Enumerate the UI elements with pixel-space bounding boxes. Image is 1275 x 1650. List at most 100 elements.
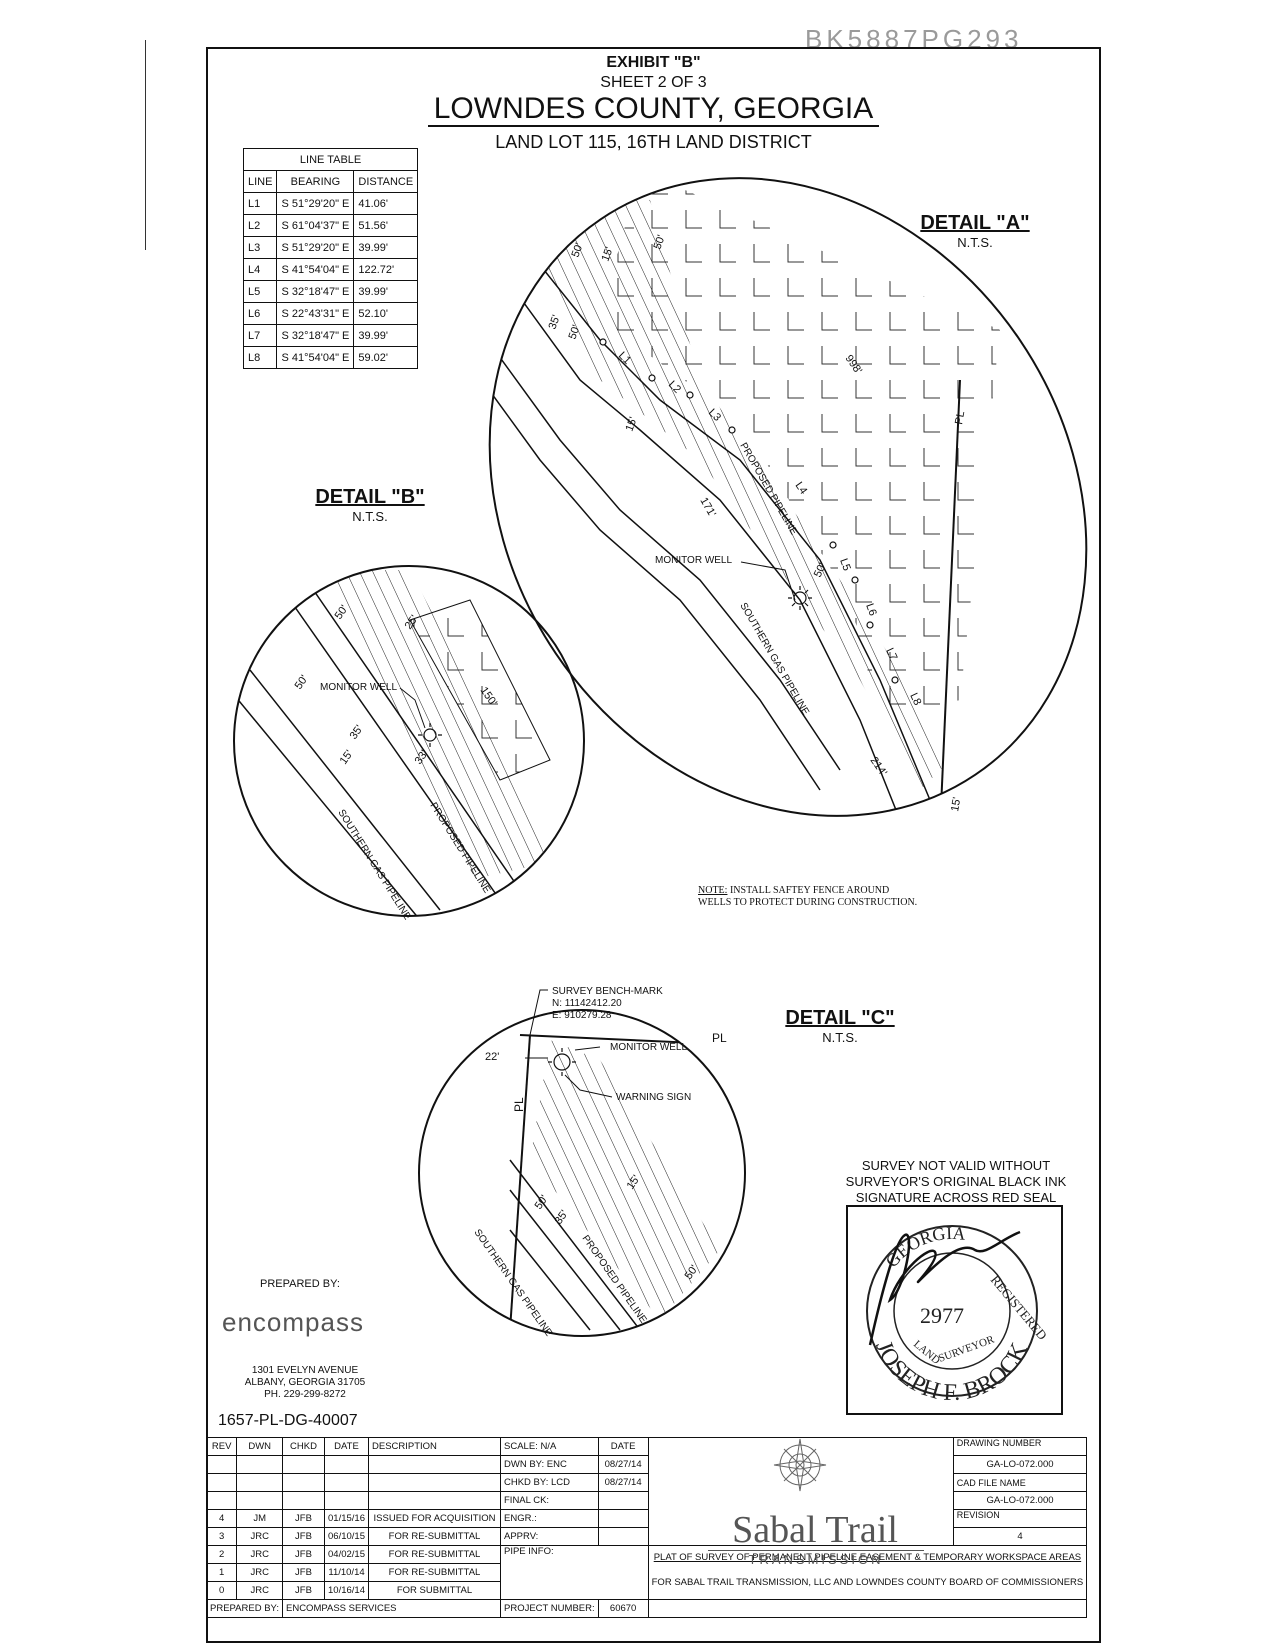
monitor-well-leader bbox=[740, 561, 796, 601]
cell: 3 bbox=[205, 1527, 238, 1546]
line-label: L5 bbox=[837, 557, 852, 573]
safety-note: NOTE: INSTALL SAFTEY FENCE AROUND WELLS … bbox=[698, 885, 917, 909]
detail-c-title: DETAIL "C" bbox=[785, 1007, 895, 1029]
rev-header: DWN bbox=[236, 1437, 283, 1456]
pipeline-line bbox=[499, 269, 901, 821]
cell bbox=[597, 1527, 649, 1546]
cell: JRC bbox=[236, 1563, 283, 1582]
land-lot-subtitle: LAND LOT 115, 16TH LAND DISTRICT bbox=[495, 132, 812, 152]
final-ck-label: FINAL CK: bbox=[500, 1491, 599, 1510]
dim-label: 50' bbox=[567, 323, 583, 341]
survey-validity-notice: SURVEY NOT VALID WITHOUT SURVEYOR'S ORIG… bbox=[836, 1158, 1076, 1206]
cell: S 41°54'04" E bbox=[276, 258, 355, 281]
sheet-label: SHEET 2 OF 3 bbox=[600, 74, 707, 91]
company-logo-cell bbox=[647, 1437, 954, 1546]
table-row: 4 JM JFB 01/15/16 ISSUED FOR ACQUISITION… bbox=[205, 1509, 1088, 1528]
rev-header: REV bbox=[205, 1437, 238, 1456]
cell: 39.99' bbox=[353, 236, 419, 259]
scale-cell: SCALE: N/A bbox=[500, 1437, 599, 1456]
cell: 01/15/16 bbox=[324, 1509, 369, 1528]
line-label: L8 bbox=[907, 691, 923, 707]
detail-a-boundary bbox=[488, 177, 1088, 817]
validity-line-2: SURVEYOR'S ORIGINAL BLACK INK bbox=[845, 1174, 1067, 1189]
table-row: 0 JRC JFB 10/16/14 FOR SUBMITTAL bbox=[205, 1581, 1087, 1600]
table-row: 3 JRC JFB 06/10/15 FOR RE-SUBMITTAL APPR… bbox=[205, 1527, 1088, 1546]
cell bbox=[236, 1455, 283, 1474]
permanent-easement-area bbox=[530, 1040, 720, 1320]
permanent-easement-area bbox=[320, 570, 560, 880]
permanent-easement-area bbox=[540, 190, 950, 790]
cell: ISSUED FOR ACQUISITION bbox=[368, 1509, 501, 1528]
rev-header: DATE bbox=[324, 1437, 369, 1456]
line-label: L6 bbox=[863, 602, 878, 618]
cell bbox=[368, 1455, 501, 1474]
company-name: Sabal Trail bbox=[732, 1509, 898, 1551]
vertex-marker bbox=[728, 426, 736, 434]
detail-c-drawing: SURVEY BENCH-MARK N: 11142412.20 E: 9102… bbox=[418, 986, 746, 1339]
validity-line-3: SIGNATURE ACROSS RED SEAL bbox=[855, 1190, 1057, 1205]
chkd-label: CHKD BY: bbox=[504, 1477, 549, 1488]
county-title-text: LOWNDES COUNTY, GEORGIA bbox=[427, 92, 880, 127]
vertex-marker bbox=[686, 391, 694, 399]
dim-label: 35' bbox=[547, 313, 563, 331]
cell bbox=[647, 1599, 1088, 1618]
cell bbox=[205, 1491, 238, 1510]
cell bbox=[368, 1473, 501, 1492]
southern-gas-line bbox=[479, 329, 841, 771]
cell: 06/10/15 bbox=[324, 1527, 369, 1546]
southern-gas-line bbox=[249, 669, 441, 911]
margin-line bbox=[145, 40, 146, 250]
benchmark-label: SURVEY BENCH-MARK bbox=[552, 986, 663, 997]
cell: S 41°54'04" E bbox=[276, 346, 355, 369]
detail-b-scale: N.T.S. bbox=[352, 509, 388, 524]
cell: 1 bbox=[205, 1563, 238, 1582]
drawing-number-value: GA-LO-072.000 bbox=[952, 1455, 1088, 1474]
chkd-value: LCD bbox=[551, 1477, 571, 1488]
pipeline-line bbox=[509, 1189, 621, 1331]
dim-label: 15' bbox=[624, 415, 640, 433]
date-header: DATE bbox=[597, 1437, 649, 1456]
project-code: 1657-PL-DG-40007 bbox=[218, 1412, 358, 1429]
dwn-date: 08/27/14 bbox=[597, 1455, 649, 1474]
detail-a-scale: N.T.S. bbox=[957, 235, 993, 250]
scale-label: SCALE: bbox=[504, 1441, 538, 1452]
temp-workspace-area bbox=[409, 599, 551, 781]
southern-gas-label: SOUTHERN GAS PIPELINE bbox=[472, 1227, 555, 1338]
exhibit-label: EXHIBIT "B" bbox=[606, 54, 701, 71]
benchmark-east: E: 910279.28 bbox=[552, 1010, 612, 1021]
dim-label: 50' bbox=[293, 673, 311, 692]
line-label: L7 bbox=[883, 646, 899, 662]
cell: 4 bbox=[205, 1509, 238, 1528]
detail-c-boundary bbox=[418, 1009, 746, 1337]
detail-a-title: DETAIL "A" bbox=[920, 212, 1030, 234]
cell bbox=[597, 1509, 649, 1528]
dwn-label: DWN BY: bbox=[504, 1459, 545, 1470]
scale-value: N/A bbox=[540, 1441, 557, 1452]
preparer-address: 1301 EVELYN AVENUE ALBANY, GEORGIA 31705… bbox=[230, 1365, 380, 1401]
southern-gas-line bbox=[459, 349, 821, 791]
address-line-1: 1301 EVELYN AVENUE bbox=[251, 1365, 359, 1376]
dim-label: 50' bbox=[652, 233, 668, 251]
monitor-well-label: MONITOR WELL bbox=[320, 682, 397, 693]
cell: 2 bbox=[205, 1545, 238, 1564]
cell: JRC bbox=[236, 1545, 283, 1564]
pipeline-line bbox=[289, 599, 501, 901]
cell: S 32°18'47" E bbox=[276, 324, 355, 347]
note-label: NOTE: bbox=[698, 885, 728, 896]
dim-label: 15' bbox=[600, 245, 616, 263]
cell: S 51°29'20" E bbox=[276, 192, 355, 215]
cell bbox=[597, 1491, 649, 1510]
dwn-value: ENC bbox=[546, 1459, 567, 1470]
cell bbox=[205, 1455, 238, 1474]
seal-number: 2977 bbox=[920, 1303, 964, 1328]
prepared-by-value: ENCOMPASS SERVICES bbox=[282, 1599, 501, 1618]
vertex-marker bbox=[829, 541, 837, 549]
note-line-2: WELLS TO PROTECT DURING CONSTRUCTION. bbox=[698, 897, 918, 908]
pl-label: PL bbox=[712, 1031, 727, 1045]
detail-a-heading: DETAIL "A" N.T.S. bbox=[900, 212, 1050, 250]
drawing-frame bbox=[206, 47, 1101, 1643]
pl-label: PL bbox=[512, 1097, 526, 1112]
monitor-well-label: MONITOR WELL bbox=[655, 555, 732, 566]
dim-label: 22' bbox=[485, 1051, 499, 1063]
